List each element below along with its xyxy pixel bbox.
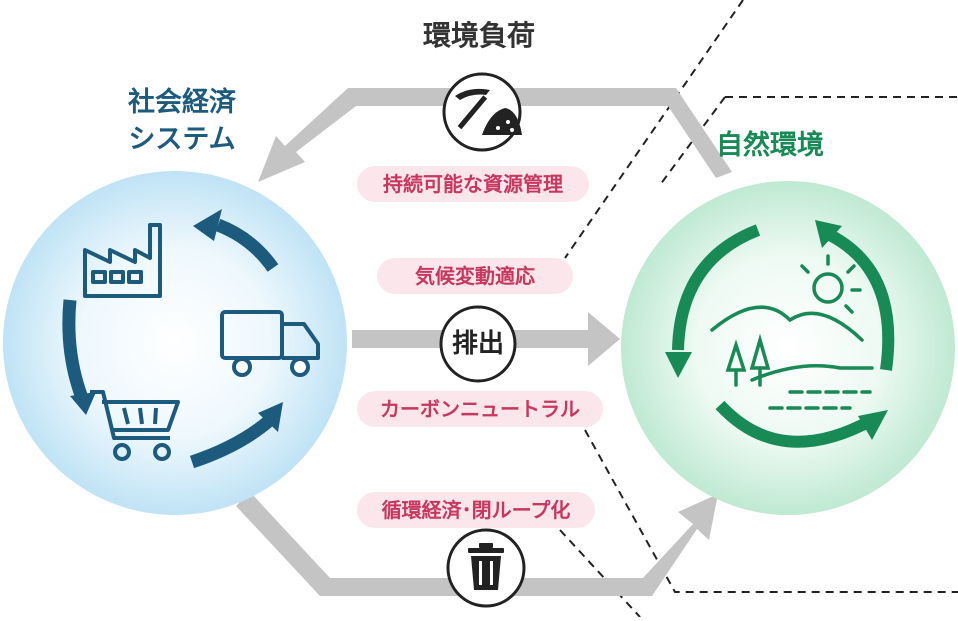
nature-cycle-arrow-right xyxy=(825,228,895,371)
nature-cycle-arrows xyxy=(672,224,895,448)
nature-arrowhead-right xyxy=(815,220,842,248)
shopping-cart-icon xyxy=(90,390,180,461)
cycle-arrowhead-bottom xyxy=(258,402,283,432)
socio-cycle-arrows xyxy=(62,218,279,469)
natural-environment-circle xyxy=(621,181,955,515)
resource-icon-circle xyxy=(442,72,522,152)
dashed-guides xyxy=(559,0,958,618)
nature-arrowhead-bottom xyxy=(858,410,888,440)
pill-circular-economy: 循環経済･閉ループ化 xyxy=(357,492,595,528)
landscape-icon xyxy=(710,254,874,410)
socio-economic-circle xyxy=(3,171,347,515)
socio-economic-title-line2: システム xyxy=(128,124,236,155)
nature-cycle-arrow-left xyxy=(672,224,761,351)
natural-environment-title: 自然環境 xyxy=(716,130,824,161)
pill-climate-adaptation: 気候変動適応 xyxy=(377,258,573,294)
emission-circle-icon xyxy=(439,305,517,383)
emission-label: 排出 xyxy=(451,329,504,359)
nature-cycle-arrow-bottom xyxy=(715,400,875,448)
pill-carbon-neutral: カーボンニュートラル xyxy=(357,391,603,427)
dashed-guide-top xyxy=(564,0,744,259)
cycle-arrow-bottom xyxy=(189,415,275,469)
dashed-guide-upper-diag xyxy=(659,96,726,186)
dashed-guide-bottom xyxy=(559,529,641,618)
cycle-arrowhead-left xyxy=(70,392,96,415)
nature-arrowhead-left xyxy=(665,352,692,378)
waste-icon-circle xyxy=(446,528,526,608)
cycle-arrowhead-top xyxy=(193,209,222,241)
cycle-arrow-left xyxy=(62,299,89,401)
cycle-arrow-top xyxy=(215,218,279,272)
pickaxe-ore-icon xyxy=(455,88,522,135)
truck-icon xyxy=(220,310,320,377)
factory-icon xyxy=(83,223,162,298)
dashed-guide-lower xyxy=(584,429,958,593)
pill-sustainable-resource-management: 持続可能な資源管理 xyxy=(357,166,589,202)
socio-economic-title-line1: 社会経済 xyxy=(128,87,236,118)
socio-economic-title: 社会経済 システム xyxy=(108,84,256,158)
trash-can-icon xyxy=(468,543,504,590)
environmental-load-title: 環境負荷 xyxy=(422,19,535,52)
